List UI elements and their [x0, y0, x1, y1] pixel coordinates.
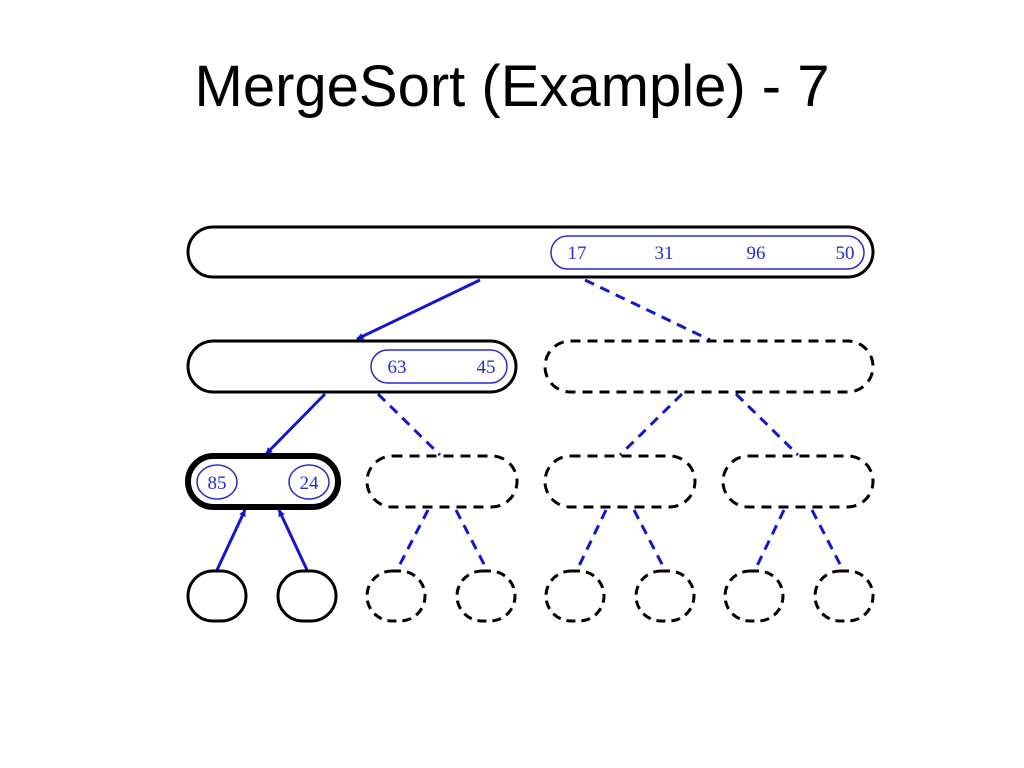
level2-value: 85 — [208, 473, 227, 494]
leaf-node-pending — [455, 569, 517, 623]
edge-l2b-to-leaf4 — [454, 509, 489, 571]
edge-l1left-to-l2a — [264, 392, 327, 456]
level2-node-current: 85 24 — [185, 453, 341, 510]
leaf-node-pending — [723, 569, 785, 623]
level2-value-capsule — [288, 464, 330, 500]
edge-l2b-to-leaf3 — [395, 509, 430, 571]
level1-left-values-capsule — [370, 349, 508, 384]
leaf-node-done — [276, 569, 338, 623]
level2-value: 24 — [300, 473, 320, 494]
leaf-node-pending — [813, 569, 875, 623]
edge-l2c-to-leaf6 — [632, 509, 667, 571]
edge-l2c-to-leaf5 — [575, 509, 608, 571]
root-value: 31 — [655, 243, 674, 264]
level2-node-pending — [543, 454, 697, 509]
edges — [215, 278, 845, 571]
slide-title: MergeSort (Example) - 7 — [194, 54, 830, 119]
edge-l2d-to-leaf7 — [753, 509, 786, 571]
edge-leaf2-to-l2a — [277, 509, 309, 571]
leaf-node-pending — [544, 569, 606, 623]
root-node: 17 31 96 50 — [186, 225, 875, 279]
level2-node-pending — [721, 454, 875, 509]
level2-value-capsule — [196, 464, 238, 500]
level2-node-pending — [365, 454, 519, 509]
root-value: 50 — [836, 243, 855, 264]
root-values-capsule — [550, 235, 865, 270]
root-value: 96 — [747, 243, 766, 264]
level1-left-value: 45 — [477, 357, 496, 378]
leaf-node-pending — [634, 569, 696, 623]
edge-l1right-to-l2d — [734, 392, 800, 457]
edge-l1right-to-l2c — [618, 392, 684, 457]
leaf-node-done — [186, 569, 248, 623]
edge-l1left-to-l2b — [376, 392, 442, 457]
root-value: 17 — [568, 243, 587, 264]
level1-right-node — [543, 339, 875, 394]
edge-leaf1-to-l2a — [215, 509, 247, 571]
leaf-node-pending — [365, 569, 427, 623]
edge-root-to-right — [584, 278, 711, 342]
edge-l2d-to-leaf8 — [810, 509, 845, 571]
edge-root-to-left — [356, 278, 481, 341]
level1-left-node: 63 45 — [186, 339, 518, 394]
leaves — [186, 569, 875, 623]
level1-left-value: 63 — [388, 357, 407, 378]
